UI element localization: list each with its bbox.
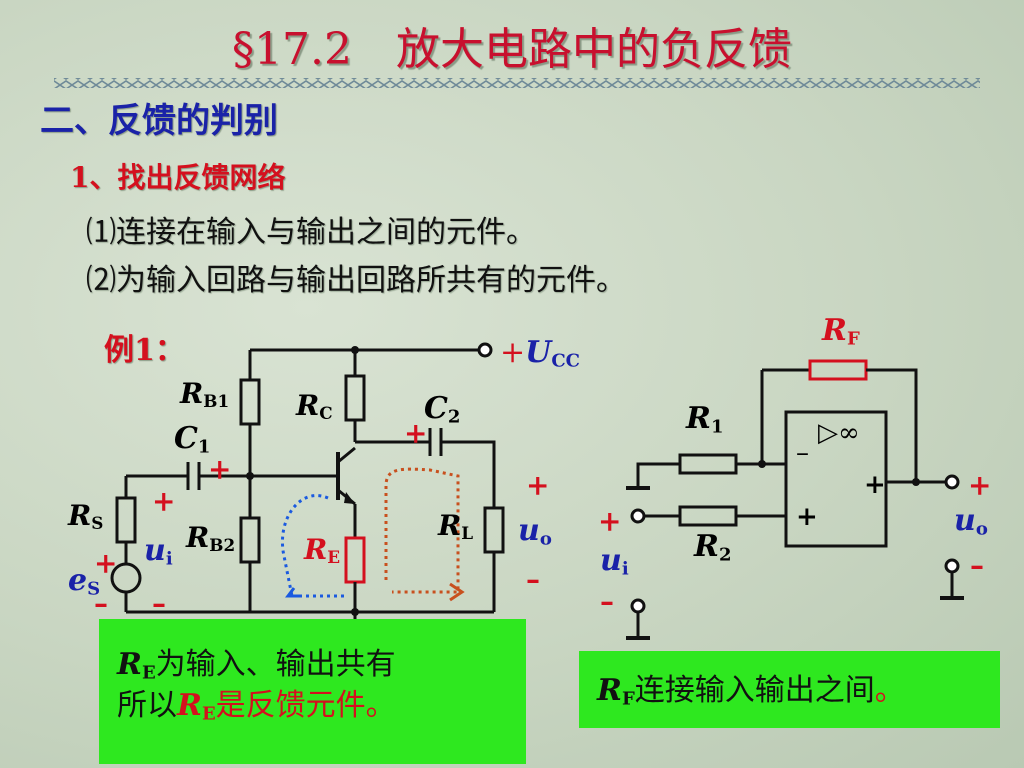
ui-label: ui — [144, 533, 173, 570]
example-label: 例1： — [104, 333, 185, 368]
resistor-r1 — [678, 453, 738, 475]
ui-plus-terminal — [630, 508, 646, 524]
c2-plus: + — [404, 417, 428, 450]
c1-label: C1 — [174, 421, 211, 458]
rf-label: RF — [822, 313, 860, 350]
note-rf-box: RF连接输入输出之间。 — [579, 651, 1000, 728]
point-2: ⑵为输入回路与输出回路所共有的元件。 — [86, 263, 626, 298]
opamp-box — [784, 410, 888, 548]
re-label: RE — [304, 533, 341, 568]
ui-minus-terminal — [630, 598, 646, 614]
rl-label: RL — [438, 509, 474, 544]
rb2-label: RB2 — [186, 521, 236, 556]
rb1-label: RB1 — [180, 377, 230, 412]
uo-minus: – — [526, 563, 540, 596]
r-uo-plus: + — [968, 469, 992, 502]
ui-minus: – — [152, 587, 166, 620]
es-plus: + — [94, 547, 118, 580]
r1-label: R1 — [686, 401, 724, 438]
subsection-heading: 1、找出反馈网络 — [70, 161, 286, 194]
uo-minus-terminal — [944, 558, 960, 574]
page-title: §17.2 放大电路中的负反馈 — [232, 24, 792, 75]
note-re-line1: RE为输入、输出共有 — [117, 647, 396, 684]
r-ui-minus: – — [600, 585, 614, 618]
rs-label: RS — [68, 499, 104, 534]
es-minus: – — [94, 587, 108, 620]
r-ui-label: ui — [600, 543, 629, 580]
input-loop — [281, 494, 329, 597]
opamp-noninverting-plus: + — [796, 502, 818, 532]
c1-plus: + — [208, 453, 232, 486]
resistor-r2 — [678, 505, 738, 527]
es-label: eS — [68, 563, 101, 600]
note-re-box: RE为输入、输出共有 所以RE是反馈元件。 — [99, 619, 526, 764]
r-uo-minus: – — [970, 549, 984, 582]
uo-label: uo — [518, 513, 552, 550]
r-ui-plus: + — [598, 505, 622, 538]
note-re-line2: 所以RE是反馈元件。 — [117, 687, 396, 725]
uo-plus-terminal — [944, 474, 960, 490]
opamp-inverting-minus: – — [796, 438, 809, 468]
c2-label: C2 — [424, 391, 461, 428]
opamp-symbol: ▷∞ — [818, 418, 860, 448]
ucc-terminal — [477, 342, 493, 358]
rc-label: RC — [296, 389, 333, 424]
r2-label: R2 — [694, 529, 732, 566]
ucc-label: +UCC — [500, 335, 580, 372]
resistor-rf — [808, 359, 868, 381]
opamp-output-plus: + — [864, 470, 886, 500]
point-1: ⑴连接在输入与输出之间的元件。 — [86, 215, 536, 250]
r-uo-label: uo — [954, 503, 988, 540]
ui-plus: + — [152, 485, 176, 518]
output-loop — [384, 467, 460, 594]
note-rf-text: RF连接输入输出之间。 — [597, 673, 905, 710]
section-heading: 二、反馈的判别 — [40, 101, 278, 141]
uo-plus: + — [526, 469, 550, 502]
emitter-arrow — [344, 492, 355, 504]
